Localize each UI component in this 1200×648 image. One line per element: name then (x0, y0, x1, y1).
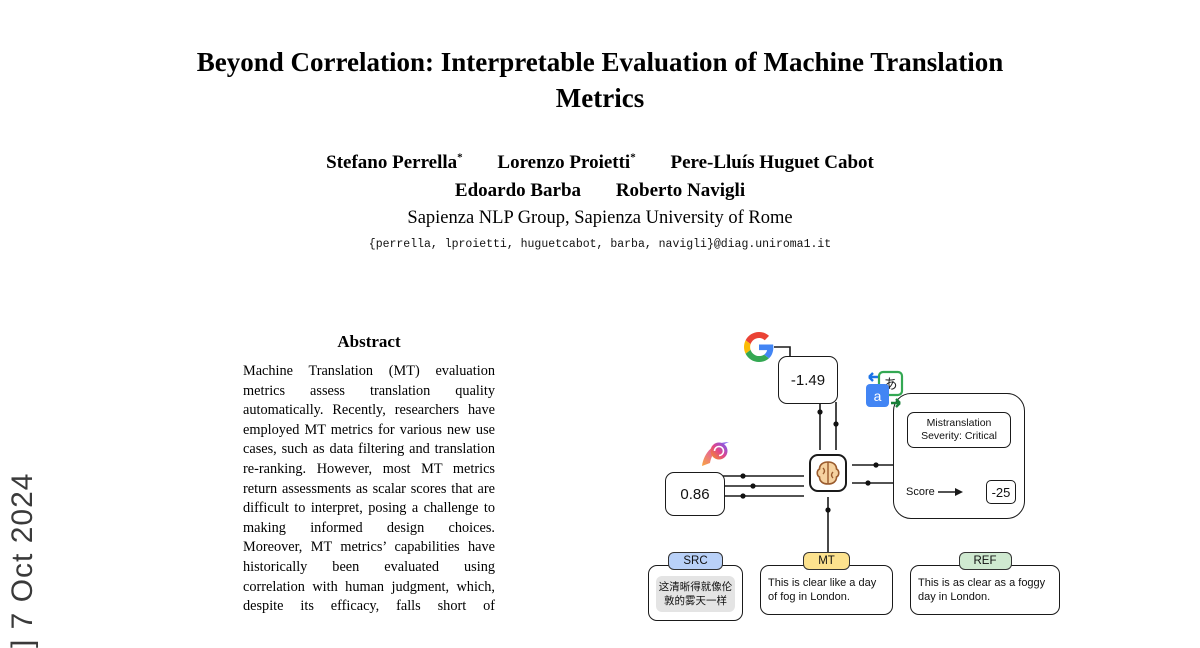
mt-tab: MT (803, 552, 850, 570)
src-tab: SRC (668, 552, 723, 570)
gemba-score-row: Score -25 (906, 480, 1016, 504)
author-name: Edoardo Barba (455, 180, 581, 201)
error-type: Mistranslation (926, 417, 992, 429)
google-score-box: -1.49 (778, 356, 838, 404)
src-card-body: 这清晰得就像伦敦的雾天一样 (648, 565, 743, 621)
author-mark: * (630, 152, 636, 164)
author-mark: * (457, 152, 463, 164)
gemba-score-value: -25 (986, 480, 1016, 504)
google-translate-icon: あ a (866, 370, 904, 408)
ref-tab: REF (958, 552, 1012, 570)
ref-card: REF This is as clear as a foggy day in L… (910, 552, 1060, 615)
email-line: {perrella, lproietti, huguetcabot, barba… (368, 238, 832, 251)
translate-front-char: a (874, 388, 882, 404)
mt-card: MT This is clear like a day of fog in Lo… (760, 552, 893, 615)
src-text: 这清晰得就像伦敦的雾天一样 (656, 576, 735, 612)
title-line2: Metrics (555, 83, 645, 113)
mt-text: This is clear like a day of fog in Londo… (760, 565, 893, 615)
google-logo-icon (744, 332, 774, 362)
comet-logo-icon (702, 442, 729, 466)
score-label: Score (906, 486, 935, 498)
author-text: Stefano Perrella (326, 152, 458, 174)
src-card: SRC 这清晰得就像伦敦的雾天一样 (648, 552, 743, 621)
arrow-right-icon (937, 488, 963, 496)
error-span-box: Mistranslation Severity: Critical (907, 412, 1011, 448)
circuit-connectors (723, 346, 893, 554)
gemba-output-panel: Mistranslation Severity: Critical Score … (893, 393, 1025, 519)
arxiv-date-strip: ] 7 Oct 2024 (6, 472, 39, 648)
abstract-heading: Abstract (337, 332, 401, 351)
affiliation: Sapienza NLP Group, Sapienza University … (407, 208, 793, 228)
title-line1: Beyond Correlation: Interpretable Evalua… (196, 47, 1004, 77)
author-text: Pere-Lluís Huguet Cabot (670, 152, 874, 174)
abstract-text: Machine Translation (MT) evaluation metr… (243, 363, 495, 615)
author-name: Lorenzo Proietti* (497, 152, 635, 173)
paper-title: Beyond Correlation: Interpretable Evalua… (0, 44, 1200, 116)
author-text: Edoardo Barba (454, 180, 582, 201)
author-name: Pere-Lluís Huguet Cabot (670, 152, 873, 173)
brain-chip-icon (809, 454, 847, 492)
author-name: Stefano Perrella* (326, 152, 463, 173)
ref-text: This is as clear as a foggy day in Londo… (910, 565, 1060, 615)
author-text: Lorenzo Proietti (497, 152, 631, 174)
author-name: Roberto Navigli (616, 180, 745, 201)
authors-row-1: Stefano Perrella* Lorenzo Proietti* Pere… (0, 152, 1200, 174)
comet-score-box: 0.86 (665, 472, 725, 516)
authors-row-2: Edoardo Barba Roberto Navigli (0, 180, 1200, 202)
author-text: Roberto Navigli (615, 180, 746, 201)
error-severity: Severity: Critical (921, 430, 997, 442)
figure-1: -1.49 0.86 あ (640, 330, 1110, 648)
